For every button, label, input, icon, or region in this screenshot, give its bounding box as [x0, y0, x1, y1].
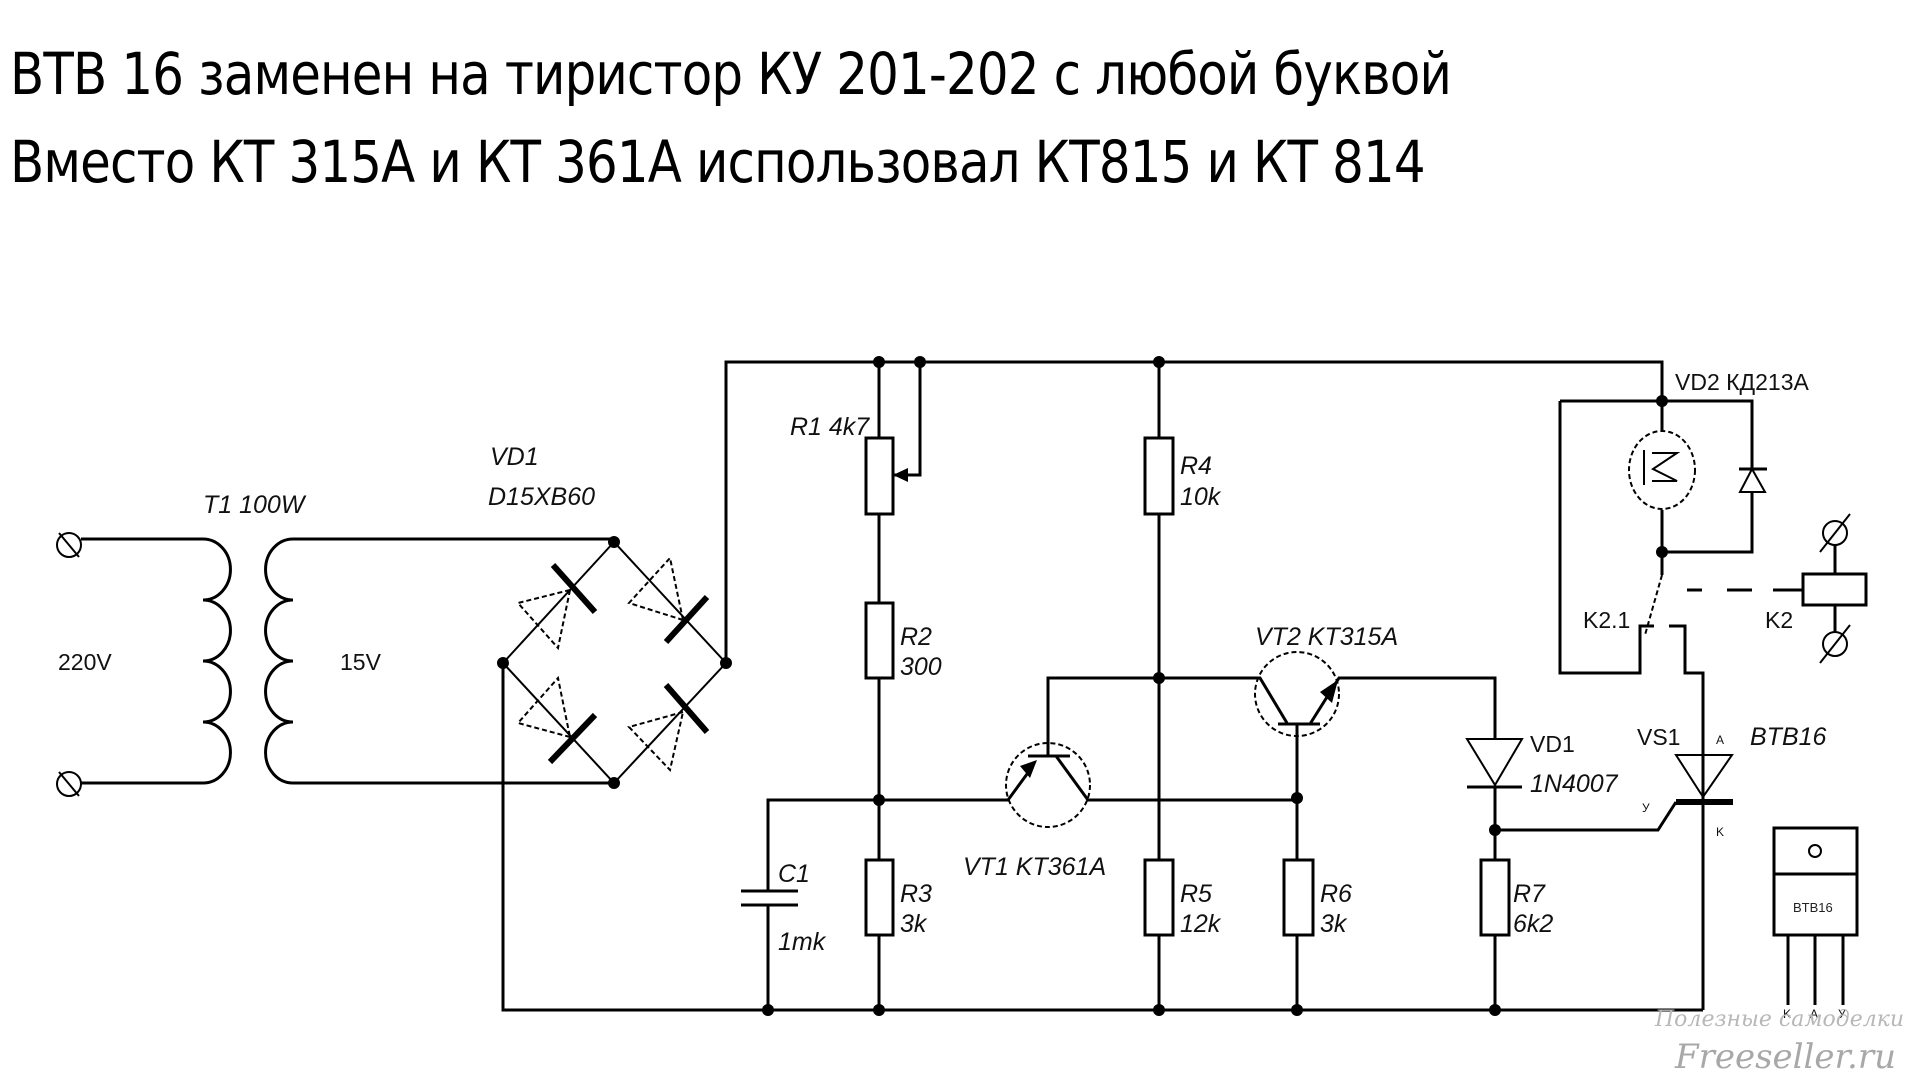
vd1-ref-label: VD1	[1530, 731, 1575, 757]
vd2-label: VD2 КД213А	[1675, 369, 1809, 395]
resistor-r3	[864, 858, 895, 937]
c1-value-label: 1mk	[778, 928, 827, 956]
primary-voltage-label: 220V	[58, 649, 112, 675]
resistor-r6	[1282, 858, 1315, 937]
mains-terminal-top	[56, 532, 82, 558]
motor-icon	[1628, 430, 1696, 510]
r7-ref-label: R7	[1513, 880, 1546, 908]
vs1-part-label: BTB16	[1750, 723, 1827, 751]
coil-terminal-top	[1819, 513, 1851, 553]
resistor-r4	[1143, 436, 1175, 516]
r6-ref-label: R6	[1320, 880, 1352, 908]
wire	[766, 798, 879, 1010]
r5-ref-label: R5	[1180, 880, 1212, 908]
coil-terminal-bottom	[1819, 624, 1851, 664]
positive-rail	[724, 360, 1664, 663]
package-pin-1: K	[1783, 1007, 1791, 1021]
r1-label: R1 4k7	[790, 413, 870, 441]
resistor-r5	[1143, 858, 1175, 937]
c1-ref-label: C1	[778, 860, 810, 888]
relay-coil-k2	[1801, 572, 1868, 607]
wire	[1493, 787, 1678, 1010]
package-label: BTB16	[1793, 900, 1833, 915]
resistor-r1	[864, 436, 895, 516]
diode-vd2	[1738, 466, 1767, 493]
r1-wiper	[893, 362, 922, 477]
k21-label: K2.1	[1583, 607, 1630, 633]
package-pin-3: У	[1838, 1007, 1846, 1021]
vt2-label: VT2 KT315A	[1255, 623, 1398, 651]
wiper-arrow-icon	[893, 468, 908, 482]
r5-value-label: 12k	[1180, 910, 1222, 938]
vs1-ref-label: VS1	[1637, 724, 1680, 750]
secondary-voltage-label: 15V	[340, 649, 382, 675]
vd1-part-label: 1N4007	[1530, 770, 1619, 798]
vt1-label: VT1 KT361A	[963, 853, 1106, 881]
r2-value-label: 300	[900, 653, 942, 681]
k2-label: K2	[1765, 607, 1793, 633]
heading-line-2: Вместо КТ 315А и КТ 361А использовал КТ8…	[10, 128, 1426, 196]
heading-line-1: BTB 16 заменен на тиристор КУ 201-202 с …	[10, 40, 1452, 108]
wire	[1669, 624, 1705, 677]
r3-value-label: 3k	[900, 910, 928, 938]
vs1-anode-pin: A	[1716, 733, 1724, 747]
motor-symbol	[1643, 450, 1681, 485]
transistor-vt2	[1159, 651, 1497, 1010]
mains-terminal-bottom	[56, 771, 82, 797]
junction-dots	[497, 356, 1668, 1016]
watermark-line-1: Полезные самоделки	[1654, 1007, 1904, 1032]
wire	[1558, 401, 1654, 675]
r6-value-label: 3k	[1320, 910, 1348, 938]
r4-value-label: 10k	[1180, 483, 1222, 511]
btb16-package	[1772, 826, 1859, 1005]
diode-bridge	[501, 540, 728, 785]
r4-ref-label: R4	[1180, 452, 1212, 480]
wire	[1560, 399, 1754, 554]
resistor-r7	[1479, 858, 1511, 937]
thyristor-vs1	[1674, 677, 1734, 1010]
secondary-winding	[264, 537, 294, 785]
bridge-ref-label: VD1	[490, 443, 539, 471]
watermark-line-2: Freeseller.ru	[1674, 1037, 1896, 1077]
transistor-vt1	[879, 676, 1297, 828]
r3-ref-label: R3	[900, 880, 932, 908]
bridge-part-label: D15XB60	[488, 483, 595, 511]
vs1-gate-pin: У	[1642, 801, 1650, 815]
vs1-cathode-pin: K	[1716, 825, 1724, 839]
transformer-label: T1 100W	[203, 491, 307, 519]
diode-vd1	[1465, 738, 1524, 787]
r2-ref-label: R2	[900, 623, 932, 651]
r7-value-label: 6k2	[1513, 910, 1553, 938]
resistor-r2	[864, 601, 895, 680]
primary-winding	[202, 537, 232, 785]
package-pin-2: A	[1810, 1007, 1818, 1021]
